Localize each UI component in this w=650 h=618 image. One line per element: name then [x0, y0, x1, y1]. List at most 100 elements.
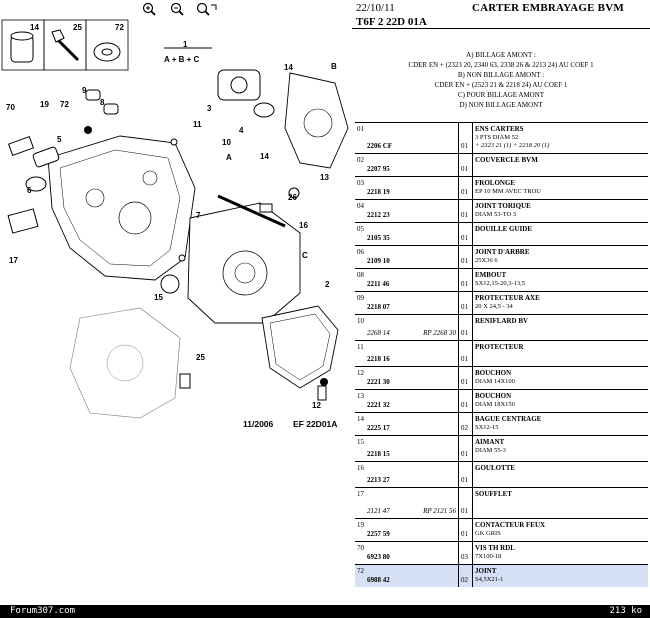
zoom-out-icon[interactable]	[170, 2, 184, 16]
qty-cell: 01	[458, 315, 473, 340]
diagram-pane: 14 25 72 1 A + B + C B 14 3 4 9 8 70 19 …	[0, 0, 352, 429]
ref-label-16: 16	[299, 221, 308, 230]
viewer-toolbar	[0, 0, 352, 20]
item-number: 72	[357, 567, 364, 575]
part-number: 2213 27	[367, 476, 390, 484]
ref-label-1: 1	[183, 40, 188, 49]
ref-label-6: 6	[27, 186, 32, 195]
qty-cell: 01	[458, 390, 473, 412]
item-number: 09	[357, 294, 364, 302]
part-number: 2268 14	[367, 329, 390, 337]
item-number: 16	[357, 464, 364, 472]
part-spec: DIAM 53-TO 3	[475, 211, 517, 218]
part-number: 2221 32	[367, 401, 390, 409]
qty-cell: 01	[458, 367, 473, 389]
quantity: 01	[461, 142, 468, 150]
forum-watermark: Forum307.com	[10, 606, 76, 616]
part-name: JOINT TORIQUE	[475, 202, 531, 210]
page-title: CARTER EMBRAYAGE BVM	[472, 2, 624, 14]
qty-cell: 02	[458, 413, 473, 435]
item-number: 04	[357, 202, 364, 210]
ref-label-70: 70	[6, 103, 15, 112]
part-spec: 3 PTS DIAM 52	[475, 134, 519, 141]
ref-label-4: 4	[239, 126, 244, 135]
ref-label-17: 17	[9, 256, 18, 265]
ref-label-3: 3	[207, 104, 212, 113]
quantity: 01	[461, 188, 468, 196]
ref-label-A: A	[226, 153, 232, 162]
note-line: B) NON BILLAGE AMONT :	[457, 71, 545, 79]
part-number: 2218 07	[367, 303, 390, 311]
item-number: 01	[357, 125, 364, 133]
item-number: 14	[357, 415, 364, 423]
quantity: 01	[461, 401, 468, 409]
status-bar: Forum307.com 213 ko	[0, 605, 650, 618]
part-number: 2218 16	[367, 355, 390, 363]
item-number: 08	[357, 271, 364, 279]
ref-label-2: 2	[325, 280, 330, 289]
formula-label: A + B + C	[164, 55, 200, 64]
ref-label-C: C	[302, 251, 308, 260]
part-name: BAGUE CENTRAGE	[475, 415, 542, 423]
desc-cell: COUVERCLE BVM	[473, 154, 648, 176]
item-number: 10	[357, 317, 364, 325]
quantity: 02	[461, 424, 468, 432]
item-number: 12	[357, 369, 364, 377]
quantity: 01	[461, 476, 468, 484]
parts-list-pane: 22/10/11 CARTER EMBRAYAGE BVM T6F 2 22D …	[352, 0, 650, 605]
part-number: 2121 47	[367, 507, 390, 515]
part-name: FROLONGE	[475, 179, 516, 187]
zoom-fit-icon[interactable]	[196, 2, 218, 16]
ref-label-14b: 14	[260, 152, 269, 161]
quantity: 01	[461, 303, 468, 311]
part-spec: DIAM 55-3	[475, 447, 506, 454]
ref-label-5: 5	[57, 135, 62, 144]
qty-cell: 01	[458, 200, 473, 222]
note-line: CDER EN + (2323 20, 2340 63, 2338 26 & 2…	[408, 61, 594, 69]
replacement-part: RP 2121 56	[423, 507, 456, 515]
part-spec: 25X36 6	[475, 257, 498, 264]
quantity: 01	[461, 378, 468, 386]
desc-cell: PROTECTEUR	[473, 341, 648, 366]
quantity: 01	[461, 257, 468, 265]
diagram-reference: EF 22D01A	[293, 419, 338, 429]
part-number: 2225 17	[367, 424, 390, 432]
zoom-in-icon[interactable]	[142, 2, 156, 16]
part-name: BOUCHON	[475, 369, 512, 377]
